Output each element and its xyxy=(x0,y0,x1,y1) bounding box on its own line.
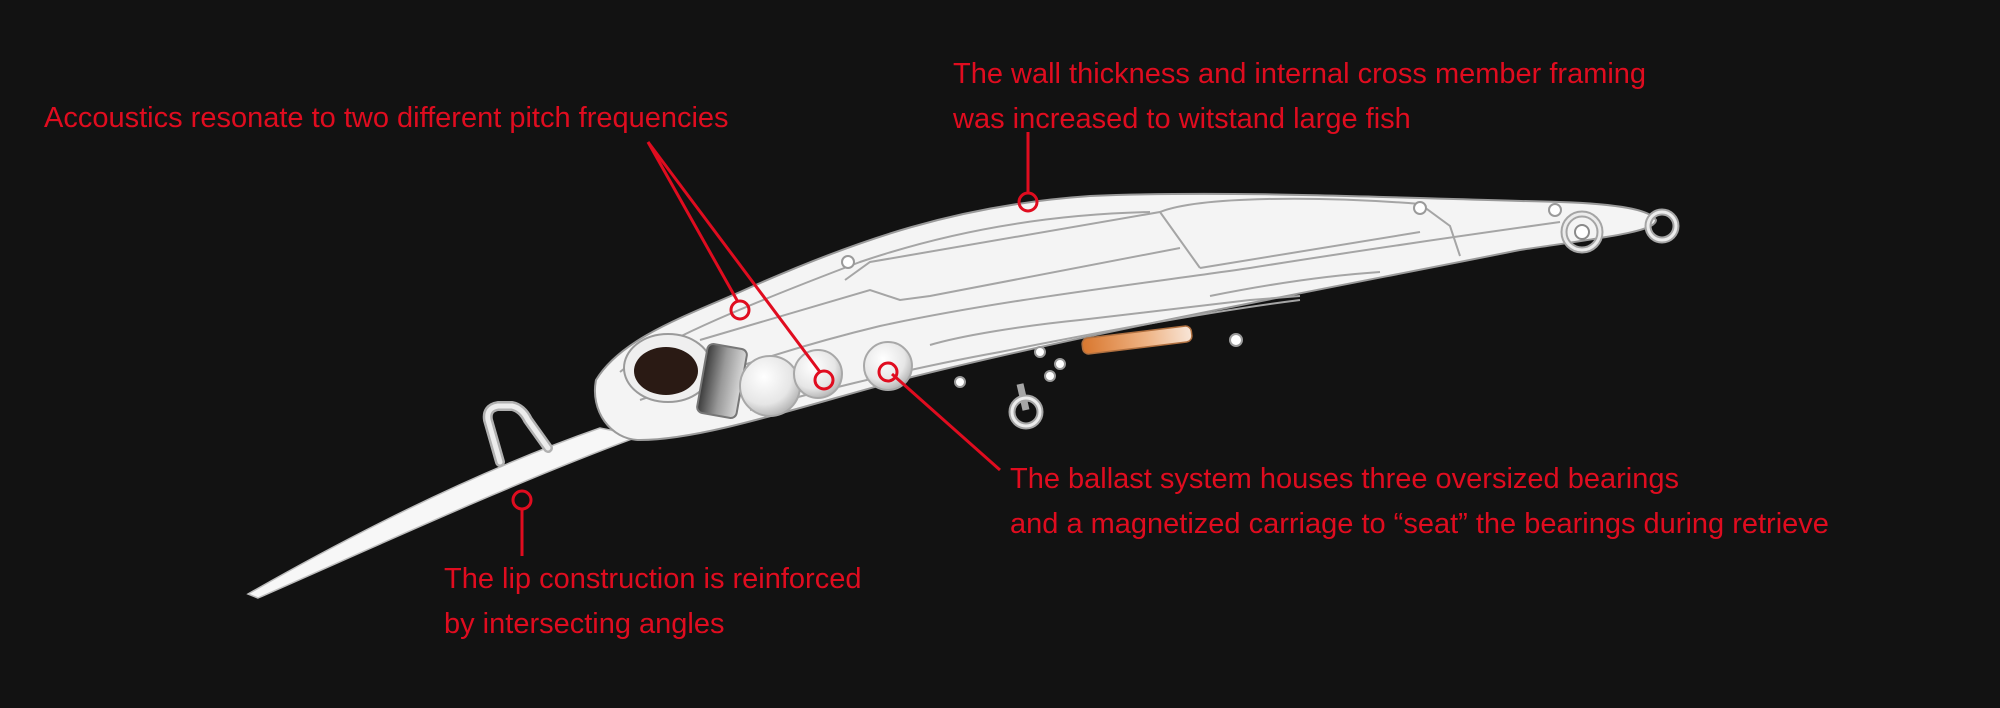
callout-acoustics: Accoustics resonate to two different pit… xyxy=(44,96,729,141)
callout-wall-line-1: The wall thickness and internal cross me… xyxy=(953,58,1647,90)
marker-wall xyxy=(1017,191,1039,213)
belly-hanger xyxy=(1008,383,1044,430)
bearing-ball-1 xyxy=(739,355,801,417)
marker-lip xyxy=(511,489,533,511)
marker-ballast xyxy=(877,361,899,383)
bearing-ball-3 xyxy=(863,341,913,391)
callout-markers xyxy=(511,191,1039,511)
callout-lip-construction: The lip construction is reinforced by in… xyxy=(444,557,861,647)
magnet-carriage xyxy=(1081,325,1193,355)
callout-lip-line-1: The lip construction is reinforced xyxy=(444,563,862,595)
callout-acoustics-line-1: Accoustics resonate to two different pit… xyxy=(44,102,729,134)
lure-eye xyxy=(634,347,698,395)
lure-body xyxy=(593,192,1658,442)
marker-acoustics-2 xyxy=(813,369,835,391)
callout-wall-thickness: The wall thickness and internal cross me… xyxy=(953,52,1646,142)
frame-holes xyxy=(841,201,1562,388)
marker-acoustics-1 xyxy=(729,299,751,321)
callout-ballast-line-2: and a magnetized carriage to “seat” the … xyxy=(1010,508,1829,540)
callout-wall-line-2: was increased to witstand large fish xyxy=(953,103,1411,135)
callout-lip-line-2: by intersecting angles xyxy=(444,608,725,640)
callout-leaders xyxy=(520,132,1030,556)
callout-ballast-system: The ballast system houses three oversize… xyxy=(1010,457,1829,547)
callout-ballast-line-1: The ballast system houses three oversize… xyxy=(1010,463,1679,495)
tail-hanger xyxy=(1560,208,1680,254)
